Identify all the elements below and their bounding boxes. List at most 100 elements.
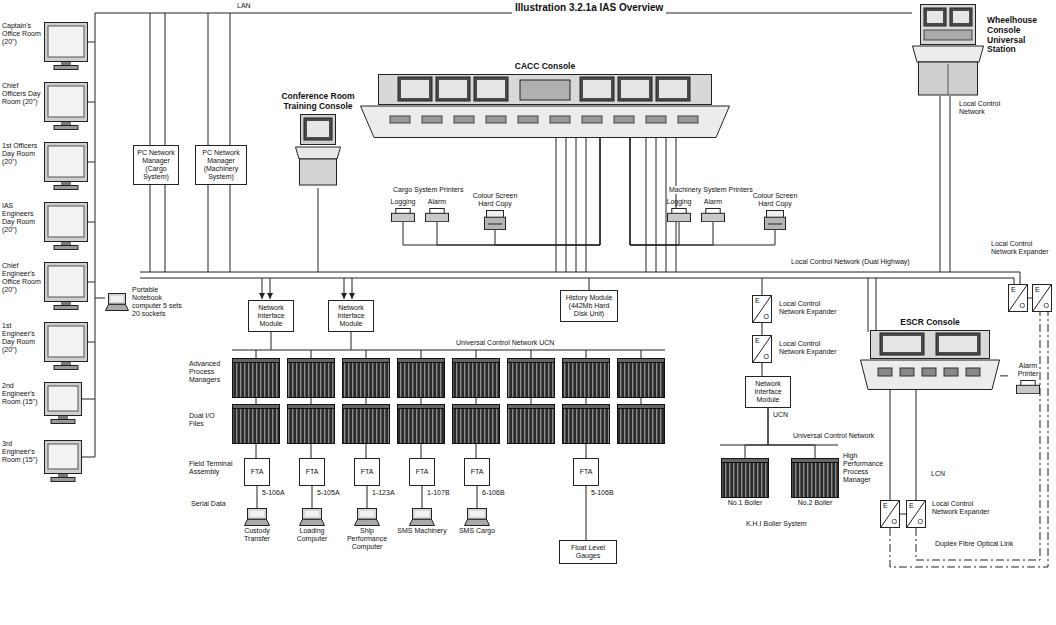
connector-line xyxy=(495,138,600,245)
text-group: Portable Notebook computer 5 sets 20 soc… xyxy=(132,286,188,318)
network-expander: EO xyxy=(1008,284,1028,312)
console-station: Conference Room Training Console xyxy=(278,92,358,186)
text-group: ESCR Console xyxy=(900,318,960,328)
monitor-screen xyxy=(48,86,84,117)
laptop-base xyxy=(245,519,270,525)
text-group: CACC Console xyxy=(515,62,575,72)
console-keypad xyxy=(614,116,634,123)
rack-icon xyxy=(721,458,769,498)
diagonal-line xyxy=(753,296,771,322)
text-group: 2nd Engineer's Room (15") xyxy=(2,382,42,406)
rack-cabinet xyxy=(398,405,445,444)
workstation: Chief Officers Day Room (20") xyxy=(2,82,88,130)
printer-body xyxy=(702,213,725,221)
laptop-lid xyxy=(303,509,322,520)
node-text: CACC Console xyxy=(515,62,575,72)
rack-top xyxy=(722,459,769,463)
rack-cabinet xyxy=(563,359,610,398)
text-group: EO xyxy=(907,501,925,527)
annotation-label: Machinery System Printers xyxy=(668,186,754,194)
network-expander: EO xyxy=(752,335,772,363)
lan-cable xyxy=(82,13,912,457)
node-text: O xyxy=(764,353,769,361)
annotation-label: Advanced Process Managers xyxy=(188,360,232,384)
text-group: EO xyxy=(753,336,771,362)
rack-cabinet xyxy=(233,405,280,444)
device-tag: 5-106B xyxy=(590,489,615,497)
ucn-bus xyxy=(232,326,838,458)
connector-line xyxy=(586,486,587,540)
process-box: Float Level Gauges xyxy=(559,540,617,564)
printer: Logging xyxy=(388,198,418,222)
rack-top xyxy=(618,405,665,409)
text-group: Colour Screen Hard Copy xyxy=(470,192,520,208)
node-text: Alarm Printer xyxy=(1008,362,1048,378)
printer-body xyxy=(426,213,449,221)
console-pedestal xyxy=(919,62,978,95)
console-keypad xyxy=(878,368,892,376)
connector-line xyxy=(312,486,313,508)
escr-icon xyxy=(860,330,1000,390)
node-text: SMS Machinery xyxy=(397,527,446,535)
text-group: SMS Machinery xyxy=(397,527,446,535)
laptop-icon xyxy=(409,508,435,526)
laptop-icon xyxy=(354,508,380,526)
text-group: IAS Engineers Day Room (20") xyxy=(2,202,42,234)
monitor-base xyxy=(51,420,75,424)
annotation-label: UCN xyxy=(772,411,789,419)
node-text: E xyxy=(755,337,760,345)
monitor-frame xyxy=(45,83,88,122)
printer-icon xyxy=(391,208,415,222)
network-expander: EO xyxy=(880,500,900,528)
node-text: FTA xyxy=(251,468,264,476)
node-text: Network Interface Module xyxy=(748,380,788,404)
node-text: Chief Engineer's Office Room (20") xyxy=(2,262,42,294)
workstation: 1st Engineer's Day Room (20") xyxy=(2,322,88,370)
console-screen xyxy=(936,333,980,355)
annotation-label: Cargo System Printers xyxy=(392,186,464,194)
console-screen xyxy=(618,77,652,101)
screen-glass xyxy=(401,80,429,98)
laptop-screen xyxy=(305,511,319,517)
nim-link xyxy=(344,278,345,299)
text-group: Custody Transfer xyxy=(232,527,282,543)
console-back xyxy=(379,74,712,104)
laptop-screen xyxy=(360,511,374,517)
node-text: Captain's Office Room (20") xyxy=(2,22,42,46)
rack-cabinet xyxy=(508,359,555,398)
hardcopy-body xyxy=(485,217,506,229)
node-text: O xyxy=(918,518,923,526)
rack-cabinet xyxy=(618,359,665,398)
text-group: Logging xyxy=(667,198,692,206)
monitor-frame xyxy=(45,263,88,302)
hardcopy-icon xyxy=(484,210,506,230)
node-text: Colour Screen Hard Copy xyxy=(470,192,520,208)
diagram-title: Illustration 3.2.1a IAS Overview xyxy=(512,2,666,14)
process-box: PC Network Manager (Cargo System) xyxy=(133,145,179,185)
screen-glass xyxy=(439,80,467,98)
rack-top xyxy=(563,405,610,409)
node-text: PC Network Manager (Cargo System) xyxy=(136,149,176,181)
monitor-base xyxy=(54,306,78,310)
text-group: Alarm xyxy=(428,198,446,206)
node-text: No.1 Boiler xyxy=(728,499,763,507)
node-text: O xyxy=(764,313,769,321)
console-screen xyxy=(656,77,690,101)
monitor-frame xyxy=(45,23,88,62)
text-group: 1st Engineer's Day Room (20") xyxy=(2,322,42,354)
text-group: Ship Performance Computer xyxy=(342,527,392,551)
monitor-screen xyxy=(48,326,84,357)
node-text: O xyxy=(1044,302,1049,310)
node-text: IAS Engineers Day Room (20") xyxy=(2,202,42,234)
node-text: FTA xyxy=(580,468,593,476)
printer-icon xyxy=(701,208,725,222)
node-text: Ship Performance Computer xyxy=(342,527,392,551)
workstation: 2nd Engineer's Room (15") xyxy=(2,382,82,424)
process-box: History Module (442Mb Hard Disk Unit) xyxy=(560,290,618,322)
rack-icon xyxy=(791,458,839,498)
device-tag: 6-106B xyxy=(481,489,506,497)
console-back xyxy=(921,5,976,45)
console-desk xyxy=(361,106,730,138)
annotation-label: Serial Data xyxy=(190,500,232,508)
diagonal-line xyxy=(753,336,771,362)
